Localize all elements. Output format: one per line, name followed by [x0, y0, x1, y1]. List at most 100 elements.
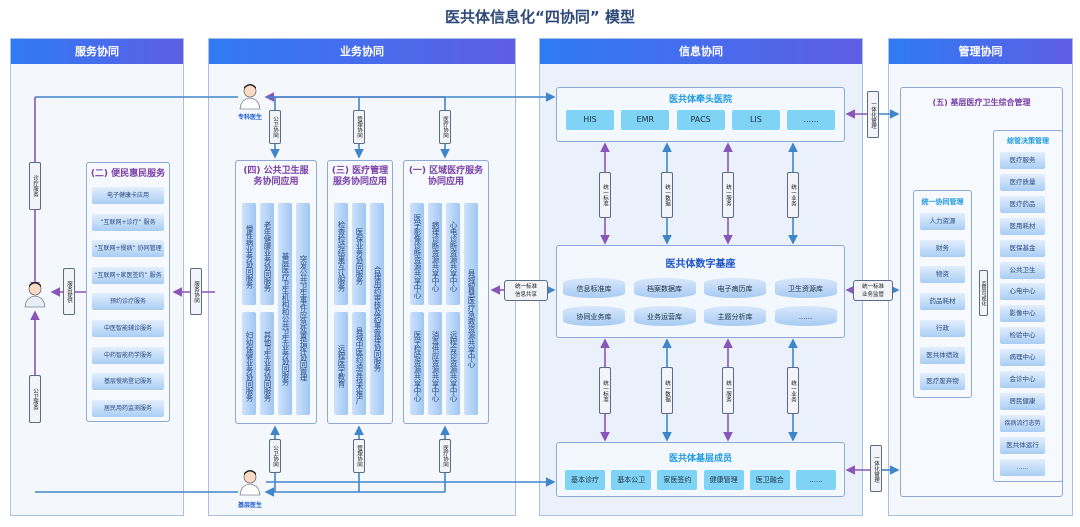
member-item[interactable]: 医卫融合 — [749, 470, 790, 490]
database-item[interactable]: 档案数据库 — [633, 278, 696, 298]
decision-item[interactable]: 影像中心 — [1000, 305, 1045, 323]
tag-public-health-service: 公卫服务 — [29, 375, 41, 423]
service-column[interactable]: 基层医疗卫生机构和公共卫生业务协同服务 — [278, 203, 292, 415]
tag-clinical-service: 诊疗服务 — [29, 162, 41, 210]
service-column[interactable]: 医学影像诊断资源共享中心 — [410, 203, 424, 305]
service-item[interactable]: “互联网+诊疗” 服务 — [92, 213, 164, 231]
section-title: (三) 医疗管理服务协同应用 — [331, 166, 389, 187]
service-column[interactable]: 其他卫生业务协同服务 — [260, 312, 274, 415]
member-item[interactable]: 家医签约 — [657, 470, 698, 490]
service-item[interactable]: 基层慢病登记服务 — [92, 373, 164, 391]
section-title: (一) 区域医疗服务协同应用 — [408, 166, 484, 187]
unified-item[interactable]: 行政 — [920, 319, 965, 337]
tag-unify: 统一标准 — [599, 367, 611, 414]
service-column[interactable]: 远程医学教育 — [334, 312, 348, 415]
database-item[interactable]: 信息标准库 — [563, 278, 625, 298]
tag-line: 统一标准 — [514, 284, 537, 290]
tag-unify: 统一服务 — [722, 172, 734, 218]
digital-base-title: 医共体数字基座 — [665, 259, 736, 270]
database-item[interactable]: 卫生资源库 — [774, 278, 837, 298]
tag-line: 统一标准 — [861, 284, 884, 290]
service-column[interactable]: 消毒供应资源共享中心 — [428, 312, 442, 415]
unified-item[interactable]: 药品耗材 — [920, 293, 965, 311]
decision-item[interactable]: 医保基金 — [1000, 239, 1045, 257]
panel-header: 服务协同 — [11, 39, 183, 64]
decision-item[interactable]: ...... — [1000, 458, 1045, 476]
section-title: (五) 基层医疗卫生综合管理 — [932, 98, 1031, 107]
decision-item[interactable]: 医疗质量 — [1000, 173, 1045, 191]
service-item[interactable]: 居民用药监测服务 — [92, 399, 164, 417]
member-item[interactable]: ...... — [796, 470, 836, 490]
tag-visual-supervision: 监管可视化 — [979, 270, 988, 316]
service-column[interactable]: 心电诊断资源共享中心 — [446, 203, 460, 305]
decision-item[interactable]: 医共体运行 — [1000, 436, 1045, 454]
system-item[interactable]: LIS — [731, 110, 780, 130]
service-column[interactable]: 合理用药审核及药事管理协同服务 — [370, 203, 384, 415]
system-item[interactable]: EMR — [621, 110, 670, 130]
specialist-doctor-icon — [237, 82, 263, 110]
database-item[interactable]: 主题分析库 — [704, 306, 766, 326]
service-column[interactable]: 突发公共卫生事件应急处置指挥协同管理 — [296, 203, 310, 415]
unified-item[interactable]: 医疗废弃物 — [920, 373, 965, 391]
decision-item[interactable]: 检验中心 — [1000, 327, 1045, 345]
member-item[interactable]: 基本诊疗 — [565, 470, 605, 490]
database-item[interactable]: 电子病历库 — [704, 278, 766, 298]
service-column[interactable]: 医学检验资源共享中心 — [410, 312, 424, 415]
tag-integrated-management: 一体化管理 — [867, 91, 879, 138]
service-item[interactable]: “互联网+家医签约” 服务 — [92, 266, 164, 284]
decision-item[interactable]: 医用耗材 — [1000, 217, 1045, 235]
tag-standard-info-share: 统一标准信息共享 — [504, 280, 548, 301]
service-column[interactable]: 远程会诊资源共享中心 — [446, 312, 460, 415]
member-item[interactable]: 基本公卫 — [611, 470, 652, 490]
database-item[interactable]: 业务运营库 — [633, 306, 696, 326]
decision-item[interactable]: 居民健康 — [1000, 392, 1045, 410]
system-item[interactable]: ...... — [787, 110, 836, 130]
service-item[interactable]: 中药智能药学服务 — [92, 346, 164, 364]
decision-item[interactable]: 公共卫生 — [1000, 261, 1045, 279]
tag-unify: 统一数据 — [661, 172, 673, 218]
service-column[interactable]: 病理诊断资源共享中心 — [428, 203, 442, 305]
unified-item[interactable]: 人力资源 — [920, 213, 965, 230]
basic-doctor-icon — [237, 468, 263, 496]
service-item[interactable]: 预约诊疗服务 — [92, 293, 164, 311]
service-column[interactable]: 检查检验结果互认服务 — [334, 203, 348, 305]
tag-unify: 统一服务 — [722, 367, 734, 414]
service-item[interactable]: 电子健康卡应用 — [92, 187, 164, 204]
tag-unify: 统一业务 — [787, 367, 799, 414]
tag-unify: 统一数据 — [661, 367, 673, 414]
service-column[interactable]: 老年健康业务协同服务 — [260, 203, 274, 305]
service-column[interactable]: 医保业务协同服务 — [352, 203, 366, 305]
decision-item[interactable]: 病理中心 — [1000, 349, 1045, 367]
unified-item[interactable]: 财务 — [920, 239, 965, 257]
tag-line: 业务监管 — [861, 292, 884, 298]
service-column[interactable]: 县域中医药适宜技术推广 — [352, 312, 366, 415]
system-item[interactable]: PACS — [676, 110, 725, 130]
unified-item[interactable]: 物资 — [920, 266, 965, 284]
tag-unify: 统一标准 — [599, 172, 611, 218]
decision-item[interactable]: 医疗药品 — [1000, 195, 1045, 213]
service-item[interactable]: 中医智能辅诊服务 — [92, 320, 164, 337]
database-item[interactable]: 协同业务库 — [563, 306, 625, 326]
service-item[interactable]: “互联网+慢病” 协同管理 — [92, 240, 164, 258]
service-column[interactable]: 县域智慧医疗急救资源共享中心 — [464, 203, 478, 415]
member-item[interactable]: 健康管理 — [703, 470, 744, 490]
panel-header: 业务协同 — [209, 39, 515, 64]
database-item[interactable]: ...... — [774, 306, 837, 326]
tag-coop: 管理协同 — [353, 110, 365, 144]
tag-unify: 统一业务 — [787, 172, 799, 218]
specialist-label: 专科医生 — [237, 114, 262, 121]
decision-management-title: 综管决策管理 — [1007, 137, 1049, 145]
tag-service-coop: 服务协同 — [190, 268, 202, 315]
unified-item[interactable]: 医共体绩效 — [920, 346, 965, 364]
tag-coop: 公卫协同 — [269, 110, 281, 144]
decision-item[interactable]: 心电中心 — [1000, 283, 1045, 301]
members-title: 医共体基层成员 — [668, 454, 732, 464]
service-column[interactable]: 妇幼保健业务协同服务 — [242, 312, 256, 415]
decision-item[interactable]: 会诊中心 — [1000, 371, 1045, 388]
decision-item[interactable]: 医疗服务 — [1000, 152, 1045, 169]
unified-management-title: 统一协同管理 — [921, 198, 964, 206]
service-column[interactable]: 慢性病业务协同服务 — [242, 203, 256, 305]
decision-item[interactable]: 疾病流行态势 — [1000, 414, 1045, 432]
tag-coop: 医疗协同 — [439, 439, 451, 473]
system-item[interactable]: HIS — [566, 110, 614, 130]
